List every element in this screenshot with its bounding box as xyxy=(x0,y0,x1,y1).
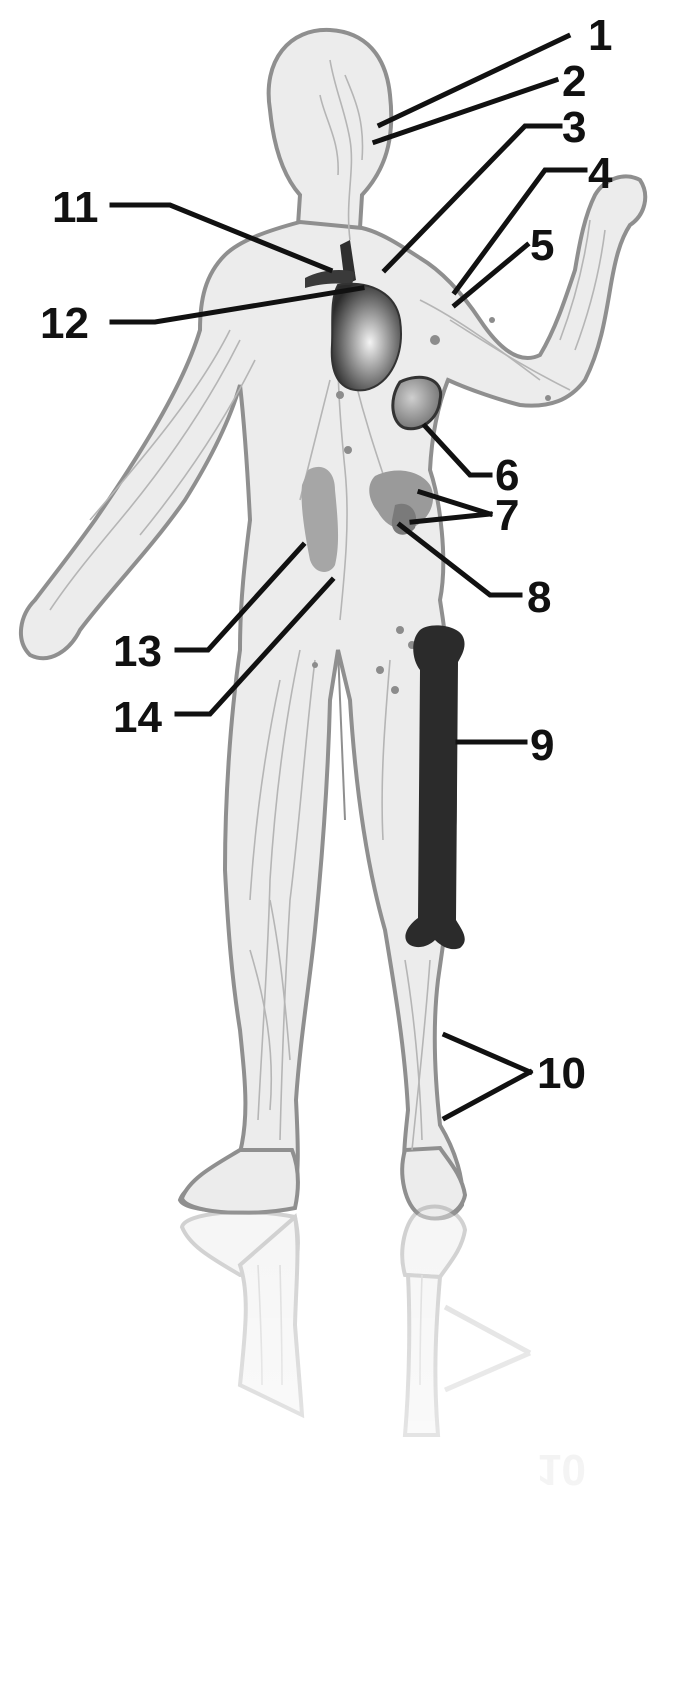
lymph-node xyxy=(376,666,384,674)
label-9: 9 xyxy=(530,721,554,770)
lymph-node xyxy=(489,317,495,323)
label-10: 10 xyxy=(537,1049,586,1098)
lymph-node xyxy=(391,686,399,694)
reflection-fade xyxy=(0,1240,686,1705)
leader-line-1 xyxy=(380,36,568,125)
lymph-node xyxy=(545,395,551,401)
left-foot-outline xyxy=(182,1150,298,1213)
lymph-node xyxy=(430,335,440,345)
leader-line-2 xyxy=(375,80,556,142)
label-2: 2 xyxy=(562,57,586,106)
leader-line-10a xyxy=(445,1035,530,1072)
body-figure xyxy=(21,30,645,1219)
leader-line-10b xyxy=(445,1072,530,1118)
label-11: 11 xyxy=(52,183,99,232)
label-4: 4 xyxy=(588,149,613,198)
label-7: 7 xyxy=(495,491,519,540)
label-12: 12 xyxy=(40,299,89,348)
lymph-node xyxy=(344,446,352,454)
head-outline xyxy=(269,30,392,228)
label-1: 1 xyxy=(588,11,612,60)
label-3: 3 xyxy=(562,103,586,152)
lymph-node xyxy=(312,662,318,668)
leader-line-6 xyxy=(425,426,490,475)
lymph-node xyxy=(396,626,404,634)
label-5: 5 xyxy=(530,221,554,270)
label-8: 8 xyxy=(527,573,551,622)
label-13: 13 xyxy=(113,627,162,676)
lymph-node xyxy=(336,391,344,399)
leader-line-4 xyxy=(455,170,585,292)
label-14: 14 xyxy=(113,693,162,742)
